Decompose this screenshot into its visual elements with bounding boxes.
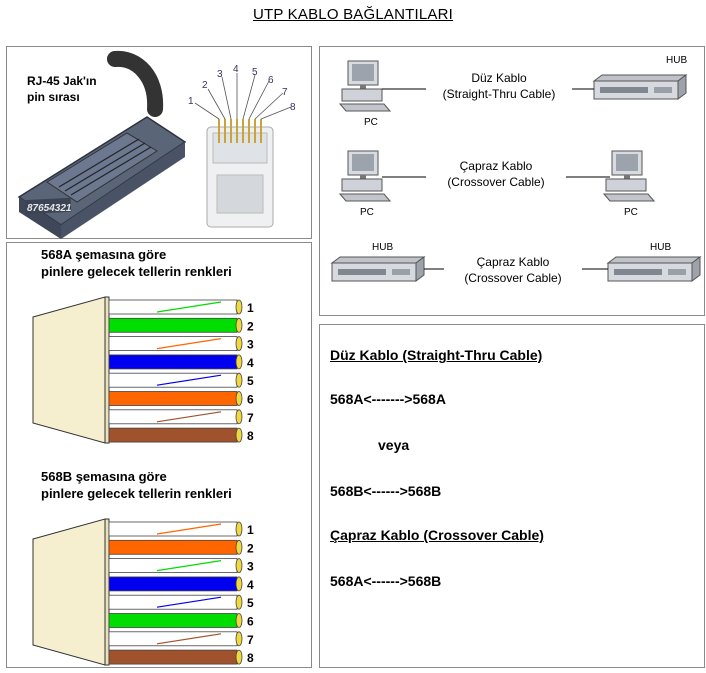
wiring-568b-wire-tip-8 bbox=[235, 649, 243, 665]
hub-icon-row1 bbox=[593, 74, 687, 100]
wiring-568b-wire-tip-3 bbox=[235, 558, 243, 573]
connections-panel: PC HUB Düz Kablo (Straight-Thru Cable) P… bbox=[319, 46, 705, 316]
wiring-568b-pin-label-4: 4 bbox=[247, 578, 254, 592]
hub-icon-row3-left bbox=[331, 256, 425, 282]
wiring-568a-pin-label-7: 7 bbox=[247, 411, 254, 425]
wiring-568a-wire-4 bbox=[108, 354, 238, 370]
wiring-568a-wire-8 bbox=[108, 427, 238, 443]
wiring-568b-pin-label-1: 1 bbox=[247, 523, 254, 537]
cross-rule: 568A<------>568B bbox=[330, 573, 442, 589]
row2-right-label: PC bbox=[624, 207, 638, 218]
straight-heading: Düz Kablo (Straight-Thru Cable) bbox=[330, 347, 543, 363]
wiring-568b-wire-4 bbox=[108, 576, 238, 592]
wiring-568b-pin-label-3: 3 bbox=[247, 560, 254, 574]
wiring-568b-connector-body bbox=[32, 518, 106, 666]
wiring-568a-heading-line2: pinlere gelecek tellerin renkleri bbox=[41, 264, 232, 279]
wiring-568a-pin-label-6: 6 bbox=[247, 393, 254, 407]
wiring-568a-wire-tip-7 bbox=[235, 409, 243, 425]
wiring-568b-wire-2 bbox=[108, 539, 238, 555]
wiring-568a-wire-tip-1 bbox=[235, 299, 243, 315]
rj45-caption-line1: RJ-45 Jak'ın bbox=[27, 74, 97, 88]
plug-pin-text: 87654321 bbox=[27, 203, 72, 214]
wiring-568a-wire-tip-8 bbox=[235, 427, 243, 443]
row3-left-label: HUB bbox=[372, 242, 394, 253]
wiring-568a-wire-tip-3 bbox=[235, 336, 243, 351]
wiring-568b-wire-tip-4 bbox=[235, 576, 243, 592]
wiring-568b-wire-tip-2 bbox=[235, 539, 243, 555]
row3-cable-line1: Çapraz Kablo bbox=[476, 255, 550, 269]
wiring-568b-wire-8 bbox=[108, 649, 238, 665]
rj45-pin-5: 5 bbox=[252, 67, 258, 78]
row2-left-label: PC bbox=[360, 207, 374, 218]
wiring-568a-wire-tip-4 bbox=[235, 354, 243, 370]
wiring-568b-wire-tip-5 bbox=[235, 594, 243, 610]
rules-panel: Düz Kablo (Straight-Thru Cable) 568A<---… bbox=[319, 324, 705, 668]
wiring-568a-wire-stripe-1 bbox=[156, 301, 222, 313]
rj45-panel: 87654321 RJ-45 Jak'ın pin sırası 1 2 3 4… bbox=[6, 46, 312, 239]
rj45-pin-4: 4 bbox=[233, 64, 239, 75]
or-text: veya bbox=[378, 437, 410, 453]
wiring-568b-heading-line2: pinlere gelecek tellerin renkleri bbox=[41, 486, 232, 501]
wiring-568b-wire-stripe-3 bbox=[156, 560, 222, 572]
cross-heading: Çapraz Kablo (Crossover Cable) bbox=[330, 527, 544, 543]
wiring-568a-pin-label-3: 3 bbox=[247, 338, 254, 352]
straight-568b-rule: 568B<------>568B bbox=[330, 483, 442, 499]
rj45-illustration: 87654321 bbox=[17, 50, 292, 239]
wiring-568a-pin-label-4: 4 bbox=[247, 356, 254, 370]
wiring-568a-heading-line1: 568A şemasına göre bbox=[41, 247, 167, 262]
row3-right-label: HUB bbox=[650, 242, 672, 253]
wiring-568a-wire-tip-5 bbox=[235, 372, 243, 388]
wiring-568a-pin-label-5: 5 bbox=[247, 374, 254, 388]
pc-icon-row1 bbox=[339, 60, 391, 112]
wiring-568b-heading-line1: 568B şemasına göre bbox=[41, 469, 167, 484]
row1-cable-line1: Düz Kablo bbox=[471, 71, 527, 85]
wiring-568a-connector-body bbox=[32, 296, 106, 444]
row1-left-label: PC bbox=[364, 117, 378, 128]
wiring-568a-diagram: 1 2 3 4 5 6 7 8 bbox=[32, 296, 254, 444]
row2-cable-line1: Çapraz Kablo bbox=[459, 159, 533, 173]
wiring-568a-pin-label-8: 8 bbox=[247, 429, 254, 443]
wiring-568a-pin-label-1: 1 bbox=[247, 301, 254, 315]
rj45-caption-line2: pin sırası bbox=[27, 90, 80, 104]
row3-cable-line2: (Crossover Cable) bbox=[464, 271, 562, 285]
wiring-568a-wire-2 bbox=[108, 317, 238, 333]
wiring-panel: 568A şemasına göre pinlere gelecek telle… bbox=[6, 242, 312, 668]
straight-568a-rule: 568A<------->568A bbox=[330, 391, 446, 407]
wiring-568a-wire-stripe-7 bbox=[156, 411, 222, 423]
wiring-568b-wire-6 bbox=[108, 613, 238, 628]
wiring-568b-wire-tip-6 bbox=[235, 613, 243, 628]
wiring-568a-pin-label-2: 2 bbox=[247, 319, 254, 333]
wiring-568b-wire-tip-7 bbox=[235, 631, 243, 647]
wiring-568b-wire-stripe-5 bbox=[156, 596, 222, 608]
wiring-568a-wire-6 bbox=[108, 391, 238, 406]
wiring-568a-wire-stripe-5 bbox=[156, 374, 222, 386]
wiring-568b-wire-tip-1 bbox=[235, 521, 243, 537]
wiring-568a-wire-tip-2 bbox=[235, 317, 243, 333]
page-title: UTP KABLO BAĞLANTILARI bbox=[252, 6, 454, 23]
pc-icon-row2-right bbox=[603, 150, 655, 202]
row1-cable-line2: (Straight-Thru Cable) bbox=[442, 87, 556, 101]
rj45-pin-1: 1 bbox=[188, 96, 194, 107]
wiring-568b-pin-label-6: 6 bbox=[247, 615, 254, 629]
pc-icon-row2-left bbox=[339, 150, 391, 202]
wiring-568b-wire-stripe-7 bbox=[156, 633, 222, 645]
wiring-568b-wire-stripe-1 bbox=[156, 523, 222, 535]
wiring-568a-wire-tip-6 bbox=[235, 391, 243, 406]
rj45-pin-8: 8 bbox=[290, 102, 296, 113]
row1-right-label: HUB bbox=[666, 55, 688, 66]
rj45-pin-7: 7 bbox=[282, 87, 288, 98]
wiring-568b-pin-label-5: 5 bbox=[247, 596, 254, 610]
hub-icon-row3-right bbox=[607, 256, 701, 282]
rj45-pin-3: 3 bbox=[217, 69, 223, 80]
rj45-pin-2: 2 bbox=[202, 80, 208, 91]
rj45-pin-6: 6 bbox=[268, 75, 274, 86]
connections-illustration bbox=[331, 60, 701, 282]
wiring-568b-diagram: 1 2 3 4 5 6 7 8 bbox=[32, 518, 254, 666]
wiring-568b-pin-label-7: 7 bbox=[247, 633, 254, 647]
wiring-568b-pin-label-8: 8 bbox=[247, 651, 254, 665]
row2-cable-line2: (Crossover Cable) bbox=[447, 175, 545, 189]
wiring-568b-pin-label-2: 2 bbox=[247, 541, 254, 555]
wiring-568a-wire-stripe-3 bbox=[156, 338, 222, 350]
